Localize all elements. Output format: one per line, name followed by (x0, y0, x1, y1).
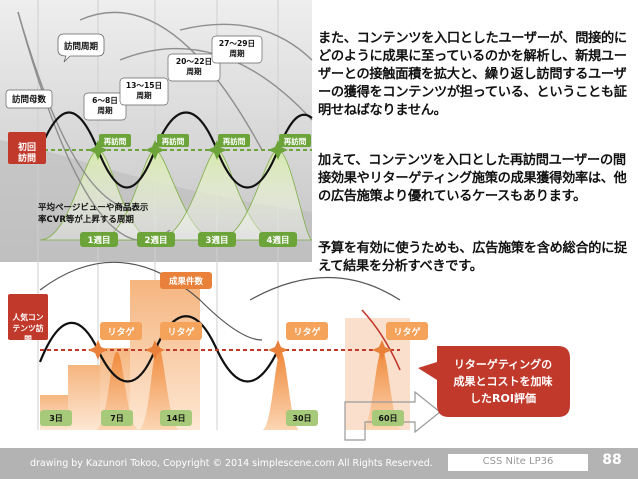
revisit-label-4: 再訪問 (284, 136, 307, 146)
retarget-label-2: リタゲ (167, 326, 194, 338)
avg-pv-note: 平均ページビューや商品表示率CVR等が上昇する周期 (38, 202, 149, 225)
week-label-1: 1週目 (88, 236, 111, 246)
retarget-labels: リタゲ リタゲ リタゲ リタゲ (100, 322, 428, 340)
footer-credit: drawing by Kazunori Tokoo, Copyright © 2… (30, 458, 433, 469)
revisit-label-2: 再訪問 (162, 136, 185, 146)
week-label-4: 4週目 (267, 236, 290, 246)
first-visit-box: 初回訪問 (8, 132, 46, 164)
conversion-steps (40, 280, 200, 430)
week-label-3: 3週目 (206, 236, 229, 246)
green-peaks (39, 149, 313, 241)
cycle-label-4: 27～29日周期 (219, 39, 255, 58)
roi-label: リターゲティングの成果とコストを加味したROI評価 (454, 357, 553, 405)
revisit-stars (88, 140, 288, 160)
week-labels: 1週目 2週目 3週目 4週目 (80, 232, 297, 247)
conversions-label: 成果件数 (169, 276, 204, 287)
revisit-label-1: 再訪問 (104, 136, 127, 146)
visitors-label: 訪問母数 (12, 94, 47, 105)
day-labels: 3日 7日 14日 30日 60日 (40, 410, 404, 426)
cycle-label-1: 6～8日周期 (92, 96, 118, 115)
lower-arc-2 (249, 277, 401, 301)
footer-event: CSS Nite LP36 (482, 456, 554, 467)
footer-event-box: CSS Nite LP36 (448, 454, 588, 471)
cycle-label-3: 20～22日周期 (176, 57, 212, 76)
retarget-label-1: リタゲ (107, 326, 134, 338)
page-number: 88 (602, 452, 622, 468)
cycle-callouts: 6～8日周期 13～15日周期 20～22日周期 27～29日周期 (83, 35, 263, 121)
visit-cycle-callout: 訪問周期 (57, 33, 105, 63)
retarget-label-4: リタゲ (393, 326, 420, 338)
paragraph-budget: 予算を有効に使うためも、広告施策を含め総合的に捉えて結果を分析すべきです。 (318, 241, 627, 274)
roi-arrow (344, 390, 441, 441)
popular-content-box: 人気コンテンツ訪問 (8, 294, 48, 344)
conversions-label-group: 成果件数 (160, 272, 212, 289)
roi-callout: リターゲティングの成果とコストを加味したROI評価 (418, 346, 570, 417)
week-label-2: 2週目 (145, 236, 168, 246)
cycle-arcs (17, 11, 313, 242)
day-label-4: 30日 (292, 414, 311, 423)
paragraph-indirect-effect: 加えて、コンテンツを入口とした再訪問ユーザーの間接効果やリターゲティング施策の成… (318, 153, 627, 204)
first-visit-label: 初回訪問 (18, 141, 36, 164)
day-label-5: 60日 (378, 414, 397, 423)
day-label-2: 7日 (110, 414, 124, 423)
visit-cycle-label: 訪問周期 (64, 41, 99, 52)
day-label-1: 3日 (49, 414, 63, 423)
paragraph-analysis: また、コンテンツを入口としたユーザーが、問接的にどのように成果に至っているのかを… (318, 31, 627, 118)
popular-content-label: 人気コンテンツ訪問 (12, 312, 43, 344)
revisit-labels: 再訪問 再訪問 再訪問 再訪問 (99, 134, 311, 147)
retarget-stars (88, 340, 392, 360)
footer: drawing by Kazunori Tokoo, Copyright © 2… (0, 448, 638, 479)
retarget-label-3: リタゲ (293, 326, 320, 338)
day-label-3: 14日 (166, 414, 185, 423)
cycle-label-2: 13～15日周期 (126, 81, 162, 100)
visitors-label-group: 訪問母数 (5, 89, 53, 109)
revisit-label-3: 再訪問 (223, 136, 246, 146)
lower-arc-red (361, 309, 401, 371)
